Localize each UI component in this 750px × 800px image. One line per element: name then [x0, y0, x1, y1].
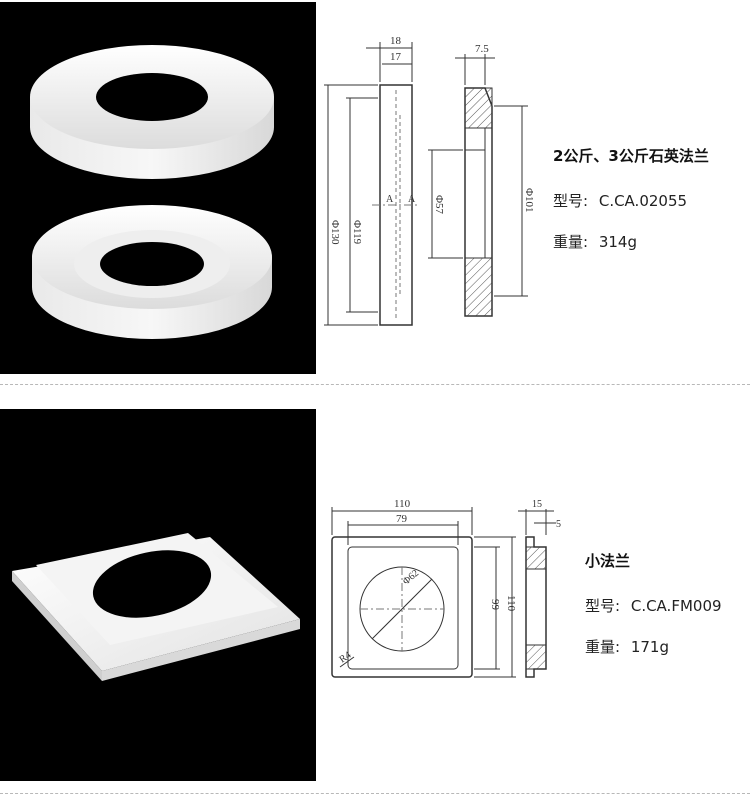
model-value: C.CA.FM009 — [630, 597, 722, 615]
dim-15: 15 — [532, 499, 542, 510]
product-title: 2公斤、3公斤石英法兰 — [553, 147, 709, 165]
dim-57: Φ57 — [433, 195, 445, 215]
product-photo-1 — [0, 2, 316, 374]
technical-drawing-2: Φ62 R4 110 79 99 110 15 5 — [320, 495, 570, 695]
dim-110-top: 110 — [394, 498, 411, 510]
dim-110-side: 110 — [505, 595, 517, 612]
weight-row: 重量: 171g — [585, 636, 722, 657]
weight-value: 314g — [598, 233, 637, 251]
flange-plate — [12, 533, 300, 681]
ring-bottom — [32, 205, 272, 339]
product-section-2: Φ62 R4 110 79 99 110 15 5 — [0, 395, 750, 795]
weight-row: 重量: 314g — [553, 231, 709, 252]
weight-label: 重量: — [553, 233, 589, 251]
section-mark-a-right: A — [408, 194, 416, 205]
dim-130: Φ130 — [329, 220, 341, 245]
dim-18: 18 — [390, 35, 402, 47]
product-info-2: 小法兰 型号: C.CA.FM009 重量: 171g — [585, 550, 722, 657]
model-row: 型号: C.CA.FM009 — [585, 595, 722, 616]
dim-5: 5 — [556, 519, 561, 530]
product-photo-2 — [0, 409, 316, 781]
weight-label: 重量: — [585, 638, 621, 656]
model-label: 型号: — [553, 192, 589, 210]
product-info-1: 2公斤、3公斤石英法兰 型号: C.CA.02055 重量: 314g — [553, 145, 709, 252]
quartz-ring-illustration — [30, 45, 274, 339]
square-flange-illustration — [12, 533, 300, 681]
dim-79: 79 — [396, 513, 408, 525]
technical-drawing-1: 18 17 Φ130 Φ119 A A 7.5 Φ57 — [320, 30, 540, 330]
section-mark-a-left: A — [386, 194, 394, 205]
dim-99: 99 — [489, 599, 501, 611]
weight-value: 171g — [630, 638, 669, 656]
model-value: C.CA.02055 — [598, 192, 688, 210]
dim-7-5: 7.5 — [475, 43, 489, 55]
section-divider-bottom — [0, 793, 750, 794]
section-divider — [0, 384, 750, 385]
dim-17: 17 — [390, 51, 402, 63]
dim-101: Φ101 — [523, 188, 535, 213]
ring-top — [30, 45, 274, 179]
dim-119: Φ119 — [351, 220, 363, 245]
product-title: 小法兰 — [585, 552, 631, 570]
model-row: 型号: C.CA.02055 — [553, 190, 709, 211]
model-label: 型号: — [585, 597, 621, 615]
product-section-1: 18 17 Φ130 Φ119 A A 7.5 Φ57 — [0, 0, 750, 380]
dim-r4: R4 — [337, 650, 353, 666]
